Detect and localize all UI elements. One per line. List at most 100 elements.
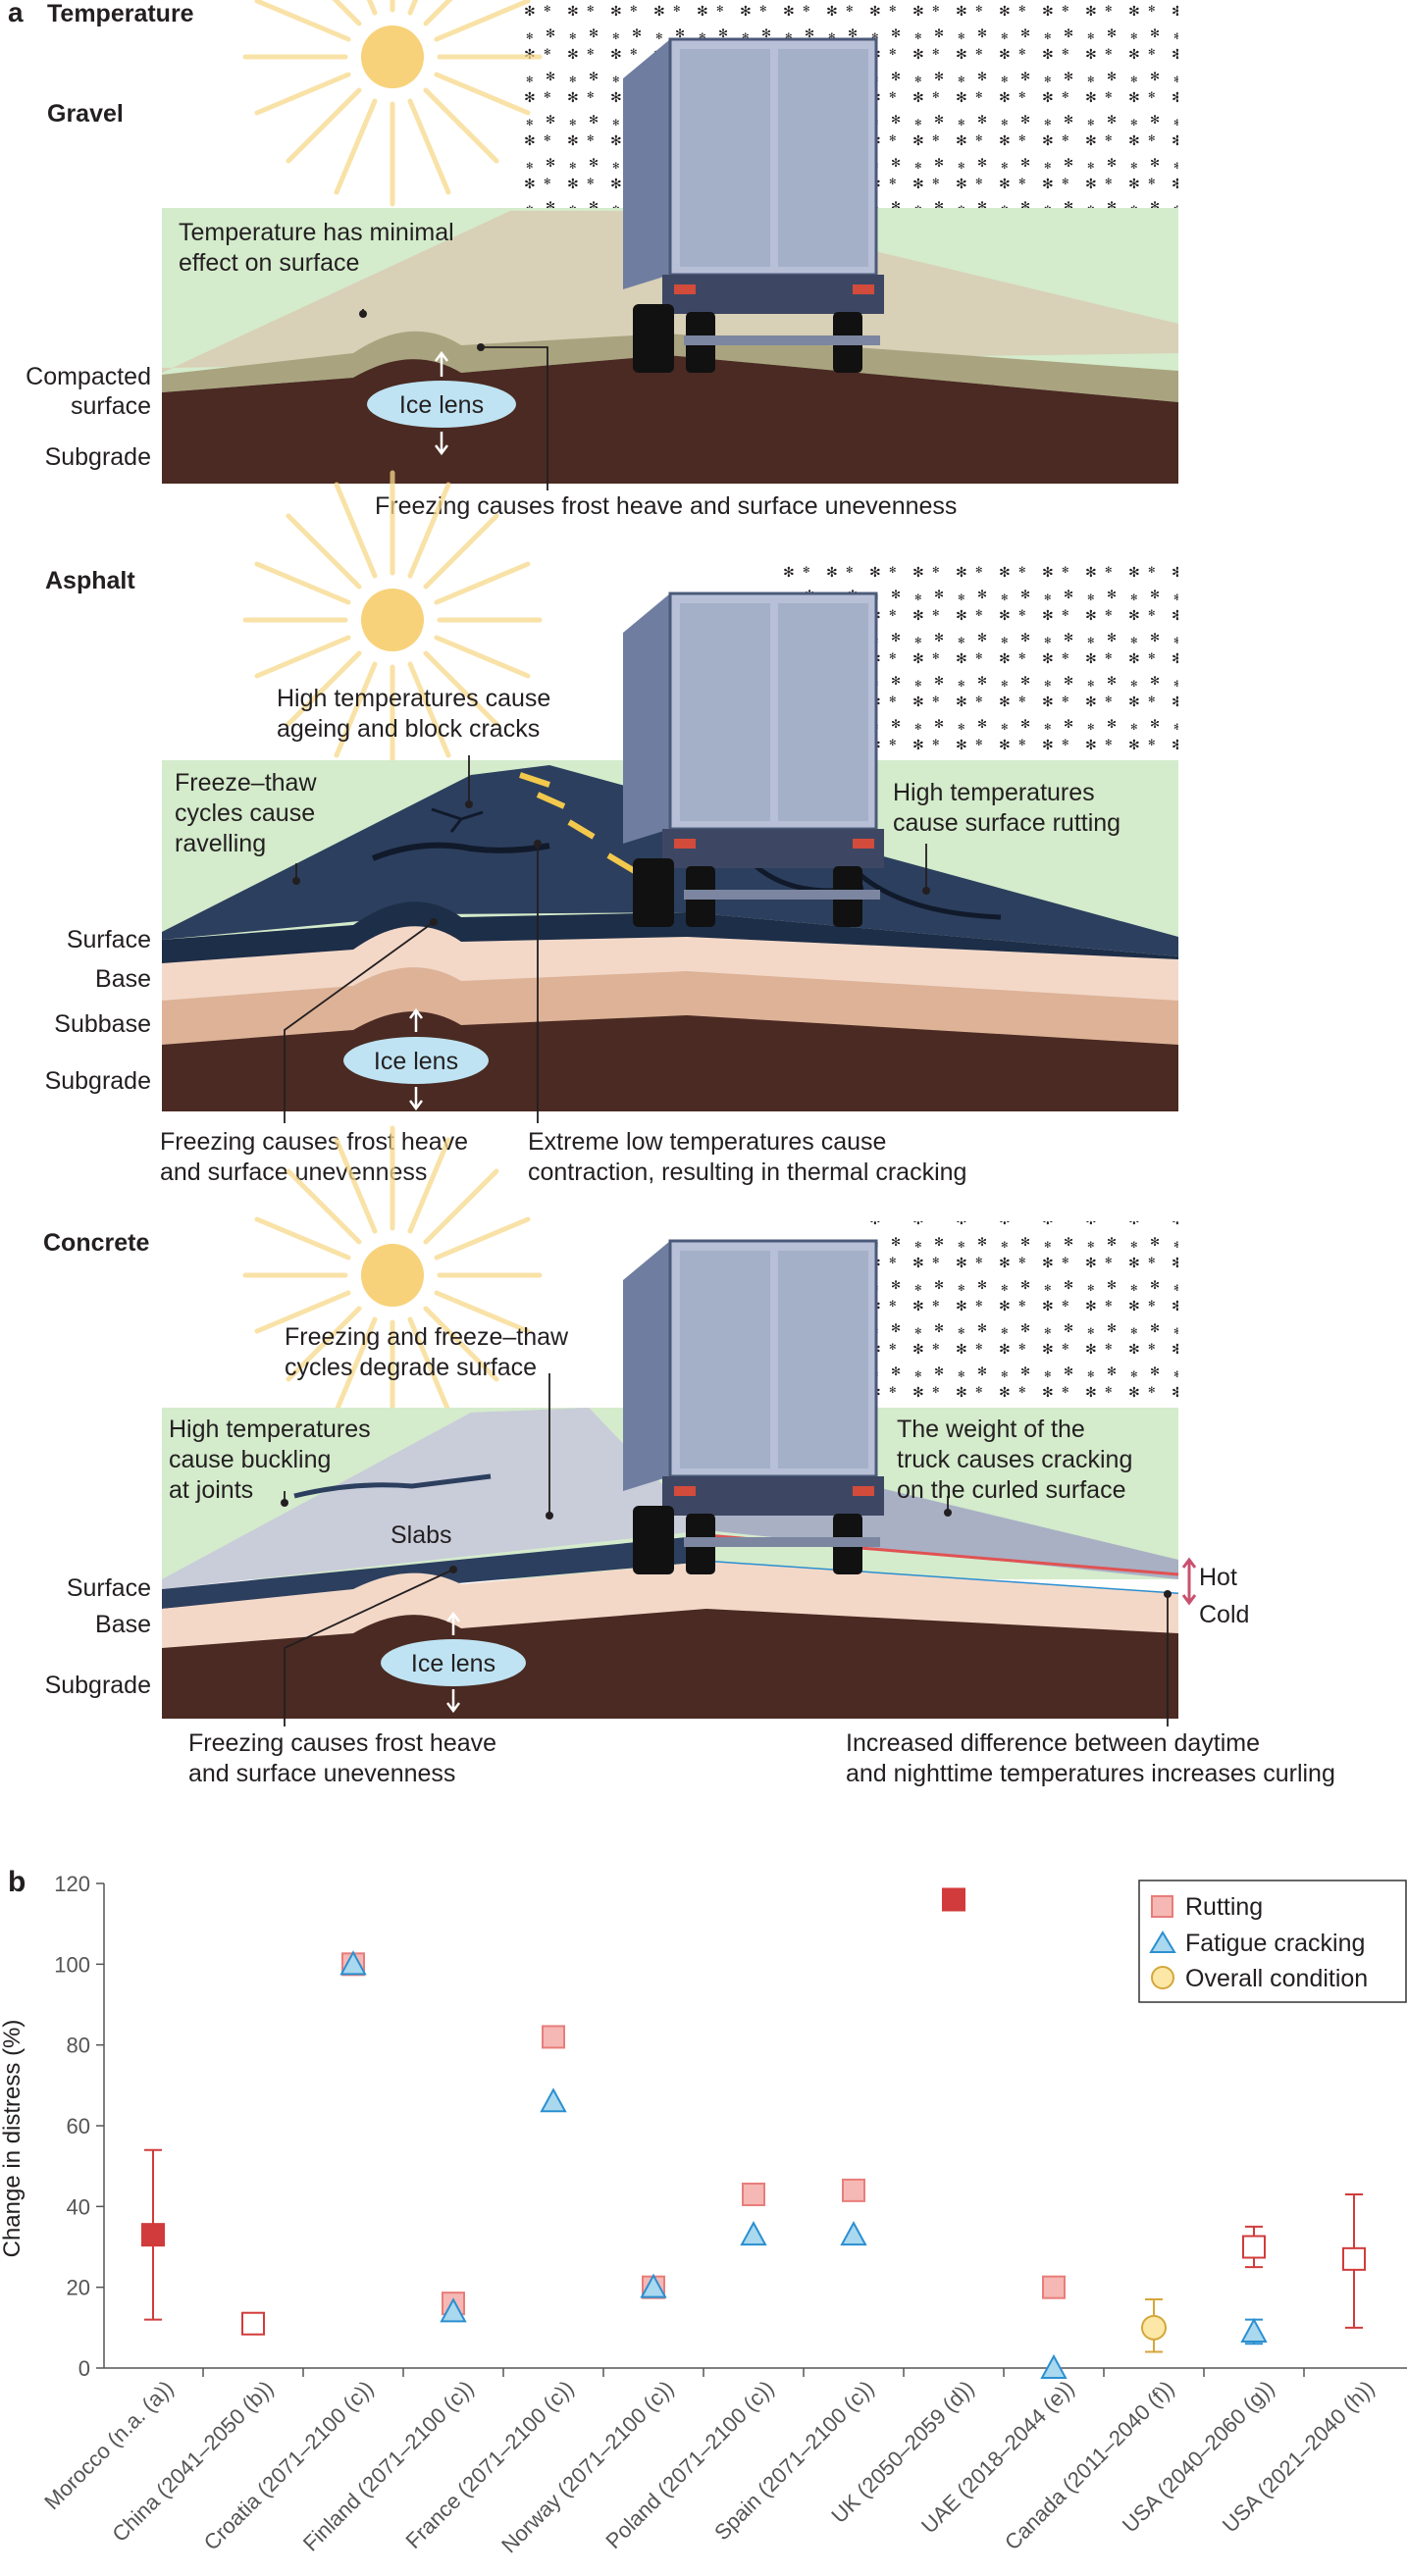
concrete-layer-subgrade: Subgrade [45,1672,151,1699]
subgrade-layer [162,1011,1178,1111]
asphalt-note-rutting-1: High temperatures [893,779,1095,806]
gravel-diagram [162,0,1178,490]
concrete-note-buckling-2: cause buckling [169,1446,331,1473]
concrete-diagram [162,1128,1197,1726]
concrete-note-curling-1: Increased difference between daytime [846,1729,1260,1757]
fatigue-point [1040,2353,1068,2379]
overall-point [1141,2314,1167,2341]
concrete-note-degrade-1: Freezing and freeze–thaw [285,1323,569,1351]
asphalt-note-frost-1: Freezing causes frost heave [160,1128,468,1156]
asphalt-note-thermal-2: contraction, resulting in thermal cracki… [528,1159,966,1186]
asphalt-heading: Asphalt [45,567,135,594]
gravel-note-minimal-2: effect on surface [179,249,359,277]
y-tick-label: 0 [78,2356,90,2381]
legend-square-icon [1151,1895,1173,1918]
asphalt-layer-subgrade: Subgrade [45,1067,151,1095]
cold-label: Cold [1199,1601,1249,1628]
ice-lens-shape [381,1639,526,1686]
snow-pattern [863,1221,1178,1417]
gravel-layer-subgrade: Subgrade [45,443,151,471]
panel-b-letter: b [8,1866,26,1898]
x-tick-label: Finland (2071–2100 (c)) [298,2376,479,2556]
rutting-point [1242,2235,1266,2259]
asphalt-layer-surface: Surface [67,926,151,953]
ice-lens-shape [343,1037,489,1084]
rutting-point [942,1887,965,1912]
arrow-down-icon [409,1087,423,1111]
y-tick-label: 20 [67,2276,90,2300]
concrete-note-buckling-3: at joints [169,1476,253,1504]
subgrade-layer [162,1609,1178,1719]
gravel-note-minimal-1: Temperature has minimal [179,219,454,246]
asphalt-layer-base: Base [95,965,151,993]
fatigue-point [740,2221,767,2246]
rutting-point [1342,2246,1366,2271]
x-tick-label: France (2071–2100 (c)) [400,2376,578,2553]
legend-rutting: Rutting [1185,1893,1263,1921]
gravel-heading: Gravel [47,100,124,128]
y-tick-label: 40 [67,2194,90,2219]
asphalt-note-ravel-1: Freeze–thaw [175,769,317,797]
concrete-note-weight-3: on the curled surface [897,1476,1125,1504]
asphalt-note-ravel-2: cycles cause [175,799,315,827]
concrete-slabs-left [162,1408,706,1589]
crack-line [371,842,550,861]
asphalt-note-ageing-1: High temperatures cause [277,685,550,712]
y-axis-label: Change in distress (%) [0,2020,26,2258]
x-tick-label: Poland (2071–2100 (c)) [600,2376,778,2553]
rutting-point [742,2182,765,2206]
panel-a-letter: a [8,0,24,27]
concrete-surface-edge [162,1535,706,1609]
rutting-point [842,2178,865,2202]
legend-circle-icon [1151,1966,1174,1989]
compacted-surface-layer [162,331,1178,402]
fatigue-point [1240,2317,1268,2343]
fatigue-point [540,2087,567,2113]
arrow-down-icon [435,432,448,456]
asphalt-note-rutting-2: cause surface rutting [893,809,1120,837]
asphalt-note-ravel-3: ravelling [175,830,266,857]
x-tick-label: China (2041–2050 (b)) [107,2376,278,2547]
concrete-layer-base: Base [95,1611,151,1638]
block-crack [431,807,484,833]
legend-overall: Overall condition [1185,1965,1368,1992]
fatigue-point [440,2297,467,2323]
rutting-point [1042,2275,1066,2299]
legend-triangle-icon [1149,1931,1176,1953]
fatigue-point [640,2273,667,2298]
legend-box [1138,1880,1407,2003]
x-tick-label: Canada (2011–2040 (f)) [1000,2376,1179,2555]
concrete-note-weight-1: The weight of the [897,1416,1085,1443]
fatigue-point [339,1950,367,1976]
arrow-down-icon [446,1689,460,1714]
asphalt-layer-subbase: Subbase [54,1010,151,1038]
rutting-point [542,2025,565,2049]
y-tick-label: 100 [54,1952,90,1977]
gravel-layer-surface-1: Compacted [26,363,151,390]
asphalt-diagram [162,473,1178,1123]
arrow-up-icon [435,350,448,377]
concrete-note-degrade-2: cycles degrade surface [285,1354,537,1381]
ice-lens-shape [367,381,516,428]
x-tick-label: Croatia (2071–2100 (c)) [199,2376,379,2555]
gravel-note-frost: Freezing causes frost heave and surface … [375,492,957,520]
chart-legend: Rutting Fatigue cracking Overall conditi… [1138,1880,1407,2003]
sun-icon [245,0,540,204]
legend-fatigue: Fatigue cracking [1185,1930,1365,1957]
concrete-note-curling-2: and nighttime temperatures increases cur… [846,1760,1335,1787]
concrete-note-frost-1: Freezing causes frost heave [188,1729,496,1757]
concrete-note-buckling-1: High temperatures [169,1416,371,1443]
y-tick-label: 120 [54,1872,90,1896]
buckling-crack [293,1473,492,1499]
arrow-up-icon [446,1611,460,1635]
x-tick-label: Norway (2071–2100 (c)) [496,2376,678,2557]
temperature-gradient-icon [1181,1557,1197,1606]
gravel-layer-surface-2: surface [71,392,151,420]
asphalt-note-frost-2: and surface unevenness [160,1159,427,1186]
concrete-layer-surface: Surface [67,1574,151,1602]
lane-marking [519,772,640,876]
gravel-ice-lens-label: Ice lens [399,391,484,419]
rutting-point [241,2311,265,2336]
asphalt-note-thermal-1: Extreme low temperatures cause [528,1128,886,1156]
